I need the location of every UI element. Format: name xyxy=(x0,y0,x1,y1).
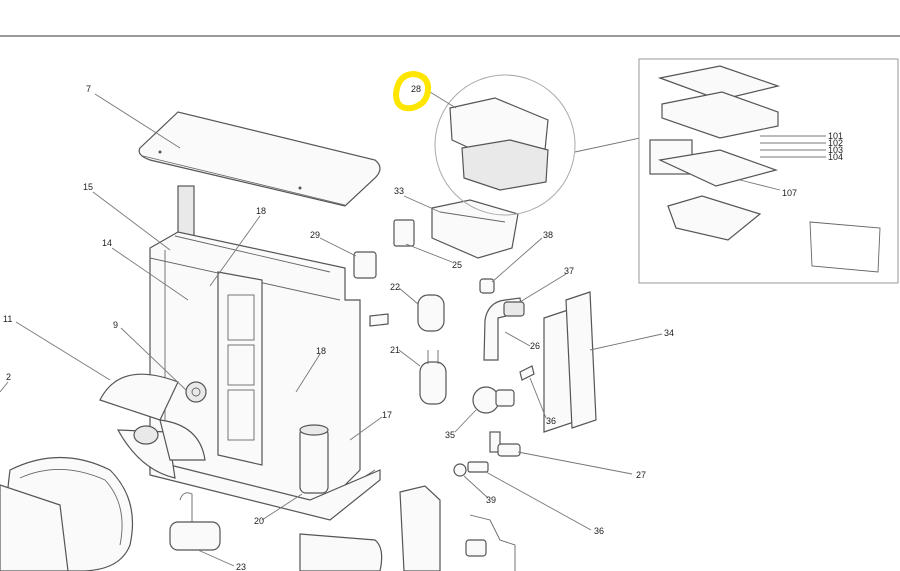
callout-2: 2 xyxy=(6,372,11,382)
part-pump xyxy=(472,386,515,414)
part-filter xyxy=(393,219,415,247)
callout-14: 14 xyxy=(102,238,112,248)
callout-103: 103 xyxy=(828,145,843,155)
part-top-cover xyxy=(138,111,381,207)
part-receiver-21 xyxy=(419,350,447,405)
callout-28: 28 xyxy=(411,84,421,94)
callout-101: 101 xyxy=(828,131,843,141)
part-compressor xyxy=(299,424,329,494)
callout-18-upper: 18 xyxy=(256,206,266,216)
part-receiver-22 xyxy=(417,294,445,332)
callout-26: 26 xyxy=(530,341,540,351)
callout-37: 37 xyxy=(564,266,574,276)
callout-35: 35 xyxy=(445,430,455,440)
callout-36-upper: 36 xyxy=(546,416,556,426)
part-accumulator xyxy=(169,492,221,551)
callout-107: 107 xyxy=(782,188,797,198)
callout-15: 15 xyxy=(83,182,93,192)
leader-lines xyxy=(0,91,663,567)
callout-18-lower: 18 xyxy=(316,346,326,356)
callout-21: 21 xyxy=(390,345,400,355)
callout-39: 39 xyxy=(486,495,496,505)
callout-27: 27 xyxy=(636,470,646,480)
part-valve-39 xyxy=(453,461,489,477)
callout-20: 20 xyxy=(254,516,264,526)
callout-7: 7 xyxy=(86,84,91,94)
part-fan-blade xyxy=(99,373,206,479)
highlight-mark xyxy=(392,70,432,112)
part-fan-guard xyxy=(0,457,133,571)
part-reactor xyxy=(353,251,377,279)
part-frame xyxy=(149,185,381,521)
part-partition xyxy=(217,271,263,466)
part-pipe xyxy=(465,514,516,571)
callout-33: 33 xyxy=(394,186,404,196)
part-connector xyxy=(369,313,389,327)
part-sensor-36 xyxy=(519,365,535,381)
part-plate-heat-exchanger xyxy=(543,291,597,433)
callout-38: 38 xyxy=(543,230,553,240)
part-four-way-valve xyxy=(483,297,525,361)
part-valve-27 xyxy=(489,431,521,457)
callout-34: 34 xyxy=(664,328,674,338)
callout-9: 9 xyxy=(113,320,118,330)
callout-labels: 7 28 33 15 18 14 29 25 38 37 22 11 9 2 1… xyxy=(3,84,843,571)
detail-magnifier xyxy=(434,74,641,216)
callout-17: 17 xyxy=(382,410,392,420)
callout-22: 22 xyxy=(390,282,400,292)
part-sensor-38 xyxy=(479,278,495,294)
callout-104: 104 xyxy=(828,152,843,162)
part-side-panel xyxy=(299,485,441,571)
part-fan-motor xyxy=(185,381,207,403)
callout-36-lower: 36 xyxy=(594,526,604,536)
callout-11: 11 xyxy=(3,314,12,324)
inset-panel xyxy=(638,58,899,284)
callout-23: 23 xyxy=(236,562,246,571)
callout-29: 29 xyxy=(310,230,320,240)
callout-25: 25 xyxy=(452,260,462,270)
callout-102: 102 xyxy=(828,138,843,148)
